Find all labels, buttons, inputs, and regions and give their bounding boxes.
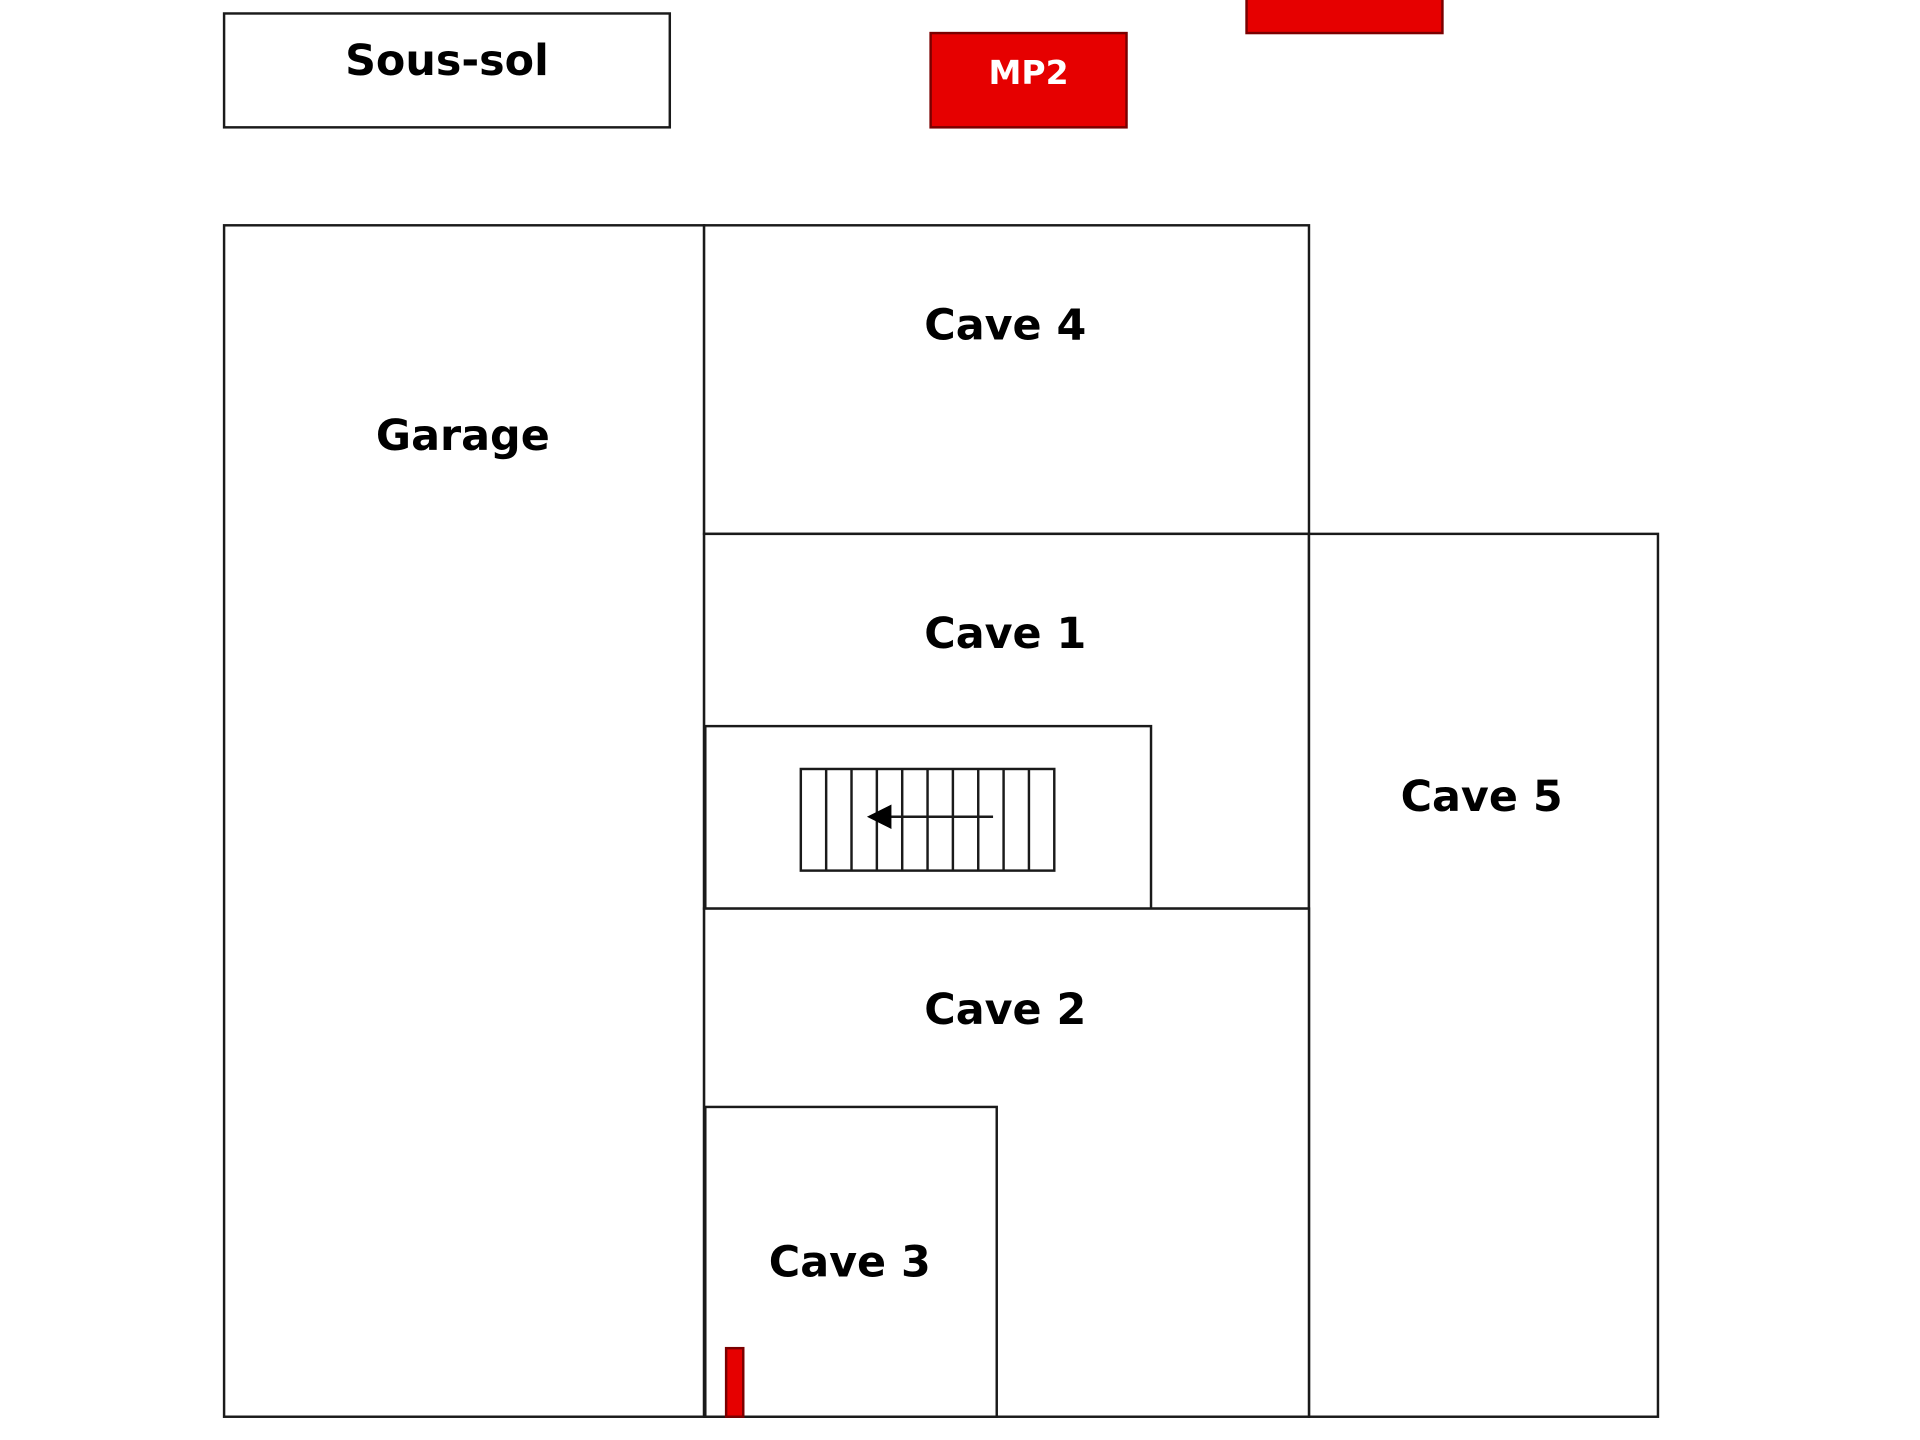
garage-label: Garage xyxy=(376,411,550,461)
cave1-label: Cave 1 xyxy=(924,609,1086,659)
room-cave-3[interactable]: Cave 3 xyxy=(704,1105,998,1418)
room-cave-4[interactable]: Cave 4 xyxy=(702,224,1311,536)
stairs xyxy=(799,767,1056,872)
mp2-label: MP2 xyxy=(989,53,1069,92)
title-box: Sous-sol xyxy=(222,12,672,129)
cave3-label: Cave 3 xyxy=(769,1237,931,1287)
red-marker-top[interactable] xyxy=(1245,0,1444,35)
room-cave-5[interactable]: Cave 5 xyxy=(1307,532,1660,1418)
cave2-label: Cave 2 xyxy=(924,985,1086,1035)
room-cave-1[interactable]: Cave 1 xyxy=(702,532,1311,910)
cave5-label: Cave 5 xyxy=(1401,772,1563,822)
mp2-marker[interactable]: MP2 xyxy=(929,31,1128,129)
title-label: Sous-sol xyxy=(345,36,549,86)
red-marker-cave-3[interactable] xyxy=(724,1346,745,1418)
cave4-label: Cave 4 xyxy=(924,301,1086,351)
arrow-left-icon xyxy=(866,804,994,829)
stair-room xyxy=(704,724,1153,910)
room-garage[interactable]: Garage xyxy=(222,224,706,1418)
